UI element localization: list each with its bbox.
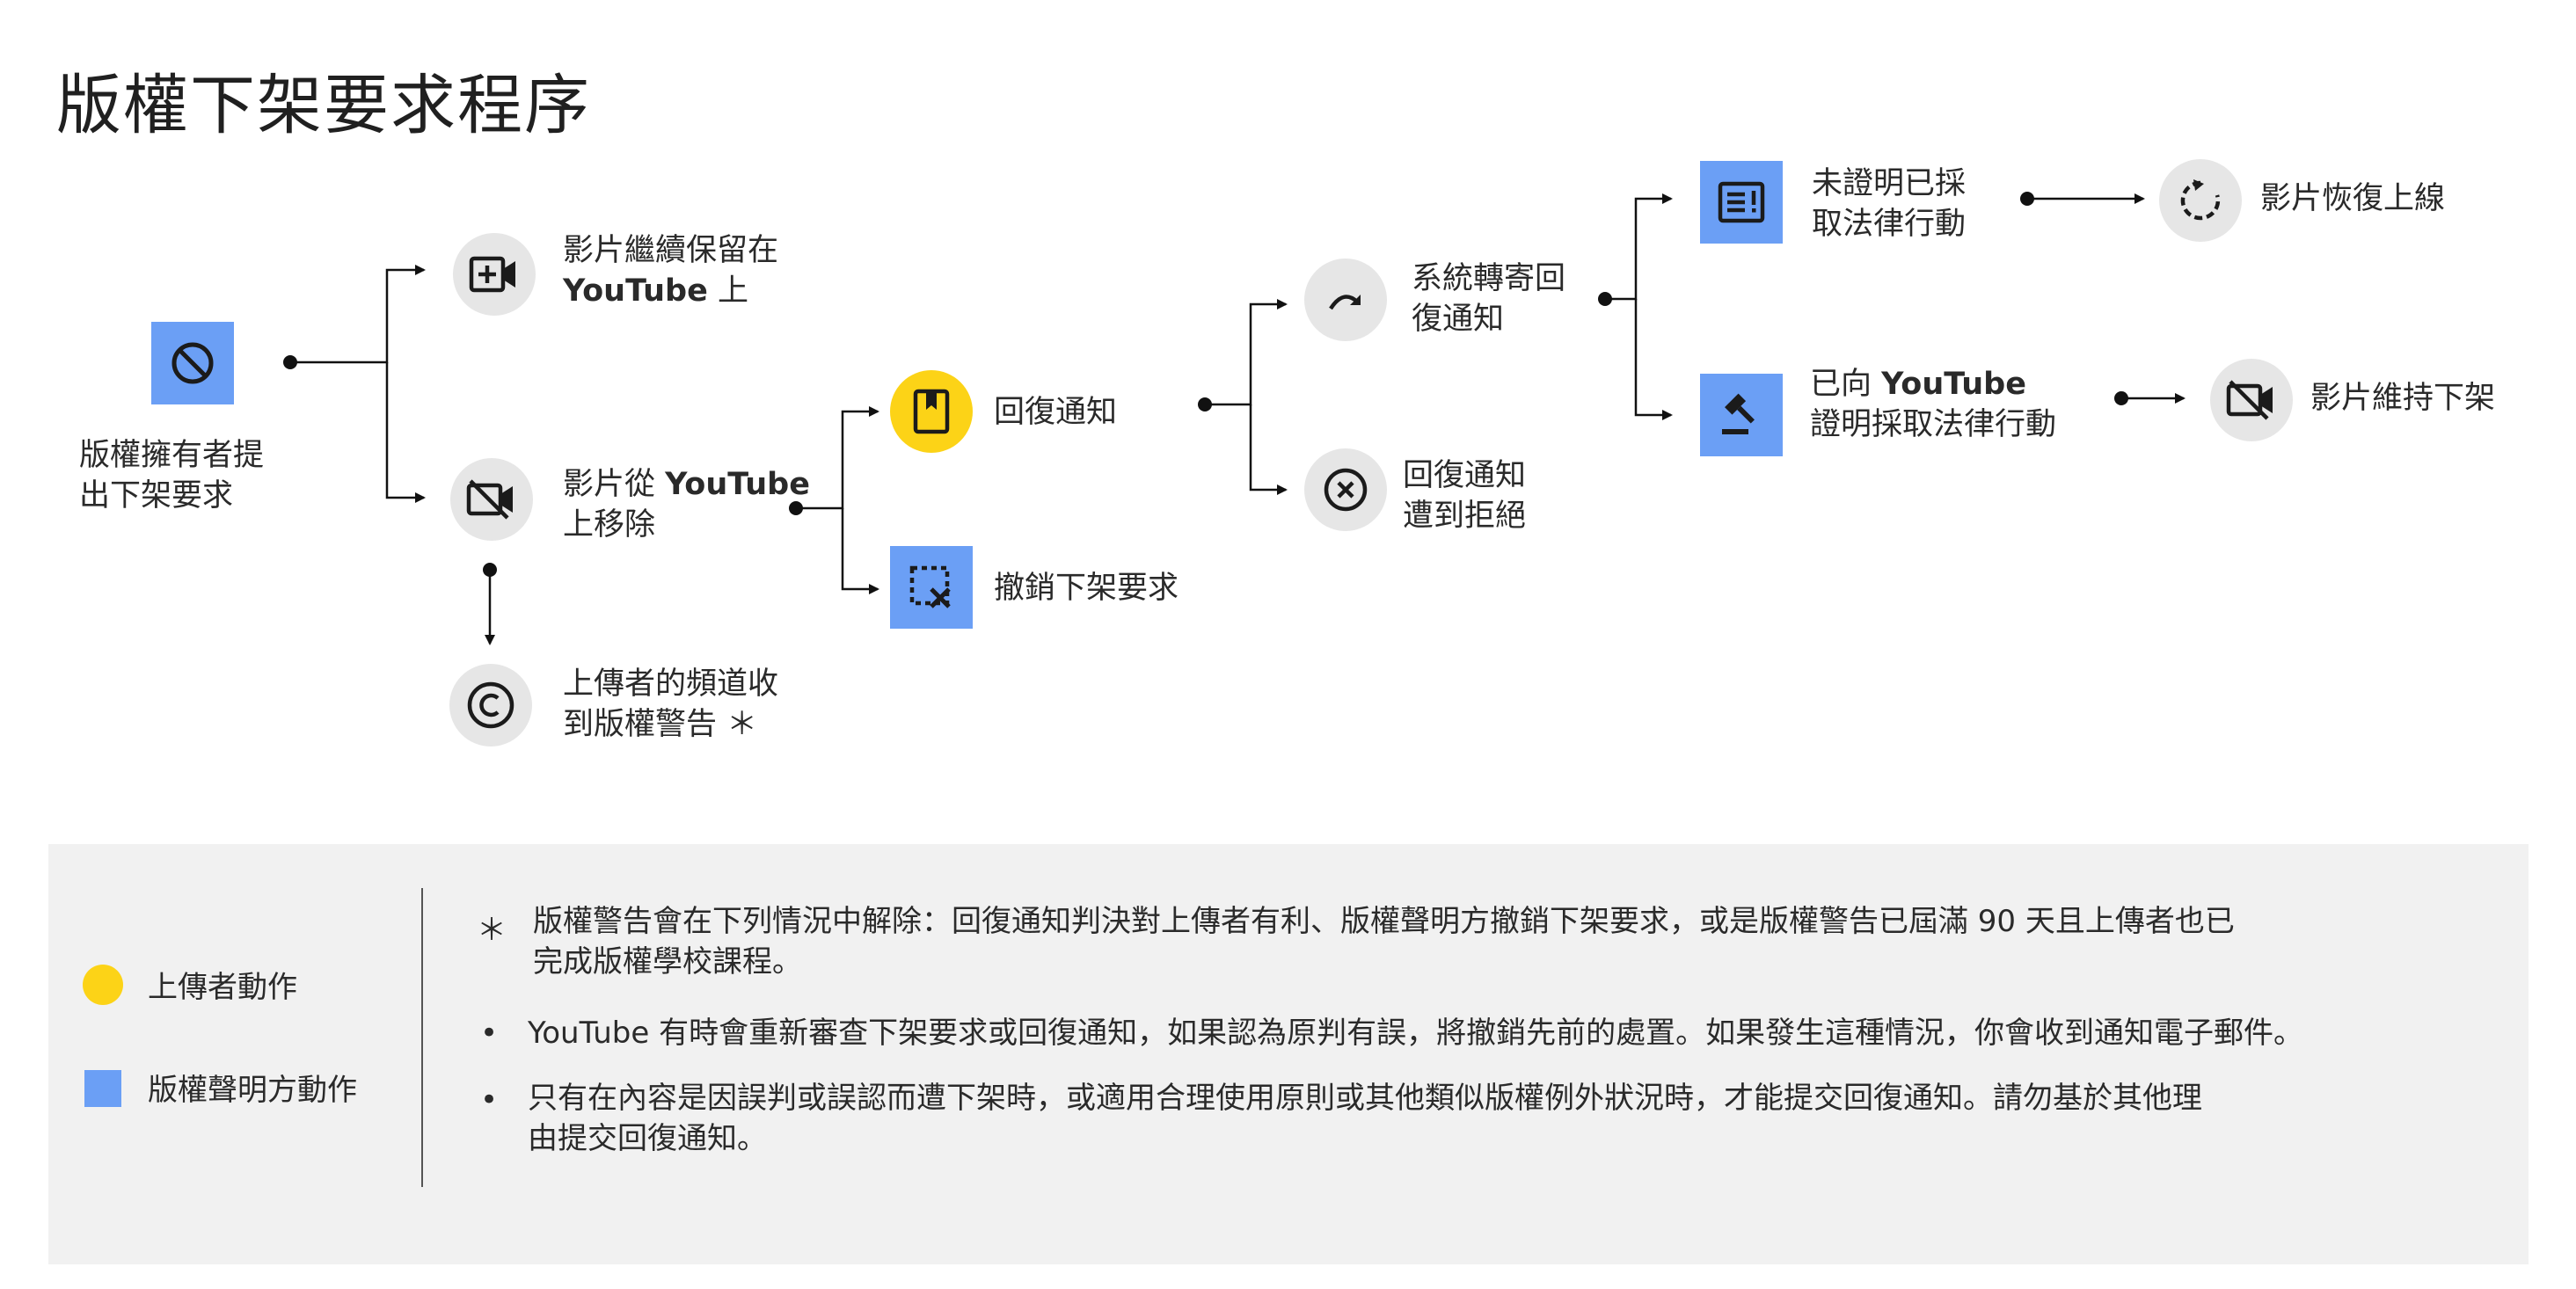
copyright-icon [449, 664, 532, 746]
rejected-line2: 遭到拒絕 [1403, 499, 1527, 534]
strike-line1: 上傳者的頻道收 [563, 666, 779, 702]
video-stays-brand: YouTube [563, 273, 708, 309]
note-review-line1: YouTube 有時會重新審查下架要求或回復通知，如果認為原判有誤，將撤銷先前的… [528, 1016, 2304, 1051]
note-strike-line1: 版權警告會在下列情況中解除：回復通知判決對上傳者有利、版權聲明方撤銷下架要求，或… [533, 904, 2235, 939]
flow-connectors [283, 192, 2186, 645]
no-legal-action-line2: 取法律行動 [1812, 207, 1967, 242]
note-counter-line1: 只有在內容是因誤判或誤認而遭下架時，或適用合理使用原則或其他類似版權例外狀況時，… [528, 1081, 2202, 1116]
note-bullet: • [480, 1016, 499, 1051]
video-stays-label: 影片繼續保留在 YouTube 上 [563, 230, 778, 311]
note-counter-line2: 由提交回復通知。 [528, 1121, 767, 1156]
video-off-icon [2210, 359, 2293, 441]
counter-notice-label: 回復通知 [994, 395, 1118, 430]
counter-notice-icon [890, 370, 973, 453]
video-removed-line2: 上移除 [563, 507, 656, 543]
legal-action-line2: 證明採取法律行動 [1810, 407, 2057, 442]
document-alert-icon [1700, 161, 1783, 244]
note-review: YouTube 有時會重新審查下架要求或回復通知，如果認為原判有誤，將撤銷先前的… [528, 1013, 2303, 1053]
legend-panel [48, 844, 2529, 1264]
uploader-legend-label: 上傳者動作 [148, 970, 297, 1005]
legal-action-brand: YouTube [1881, 367, 2026, 402]
note-strike-line2: 完成版權學校課程。 [533, 944, 802, 979]
video-removed-line1: 影片從 [563, 467, 666, 502]
legal-action-label: 已向 YouTube 證明採取法律行動 [1810, 364, 2056, 445]
video-removed-label: 影片從 YouTube 上移除 [563, 464, 810, 545]
forwarded-line1: 系統轉寄回 [1412, 261, 1566, 296]
restore-icon [2159, 159, 2242, 242]
strike-label: 上傳者的頻道收 到版權警告 ＊ [563, 664, 778, 745]
uploader-legend-swatch [83, 965, 123, 1005]
no-legal-action-line1: 未證明已採 [1812, 166, 1967, 201]
note-asterisk: ＊ [477, 913, 507, 948]
start-label-line1: 版權擁有者提 [79, 438, 265, 473]
gavel-icon [1700, 374, 1783, 456]
strike-line2: 到版權警告 ＊ [563, 707, 758, 742]
forwarded-line2: 復通知 [1412, 302, 1505, 337]
forwarded-label: 系統轉寄回 復通知 [1412, 259, 1565, 339]
rejected-label: 回復通知 遭到拒絕 [1403, 455, 1526, 536]
note-counter-rules: 只有在內容是因誤判或誤認而遭下架時，或適用合理使用原則或其他類似版權例外狀況時，… [528, 1078, 2202, 1159]
note-bullet: • [480, 1082, 499, 1118]
forward-icon [1304, 259, 1387, 341]
video-stays-line2: 上 [707, 273, 748, 309]
start-label-line2: 出下架要求 [79, 478, 234, 513]
legal-action-line1: 已向 [1810, 367, 1882, 402]
note-strike-removal: 版權警告會在下列情況中解除：回復通知判決對上傳者有利、版權聲明方撤銷下架要求，或… [533, 901, 2235, 982]
start-node-label: 版權擁有者提 出下架要求 [79, 435, 264, 516]
claimant-legend-label: 版權聲明方動作 [148, 1073, 357, 1108]
cancel-circle-icon [1304, 448, 1387, 531]
page-title: 版權下架要求程序 [56, 68, 591, 143]
video-add-icon [453, 233, 536, 316]
video-stays-line1: 影片繼續保留在 [563, 233, 779, 268]
retract-label: 撤銷下架要求 [994, 571, 1179, 606]
block-icon [151, 322, 234, 404]
rejected-line1: 回復通知 [1403, 458, 1527, 493]
legend-divider [421, 888, 423, 1187]
retract-icon [890, 546, 973, 629]
no-legal-action-label: 未證明已採 取法律行動 [1812, 164, 1966, 244]
video-removed-brand: YouTube [665, 467, 810, 502]
video-off-icon [450, 458, 533, 541]
video-kept-down-label: 影片維持下架 [2310, 381, 2496, 416]
claimant-legend-swatch [84, 1070, 121, 1107]
video-restored-label: 影片恢復上線 [2260, 181, 2446, 216]
